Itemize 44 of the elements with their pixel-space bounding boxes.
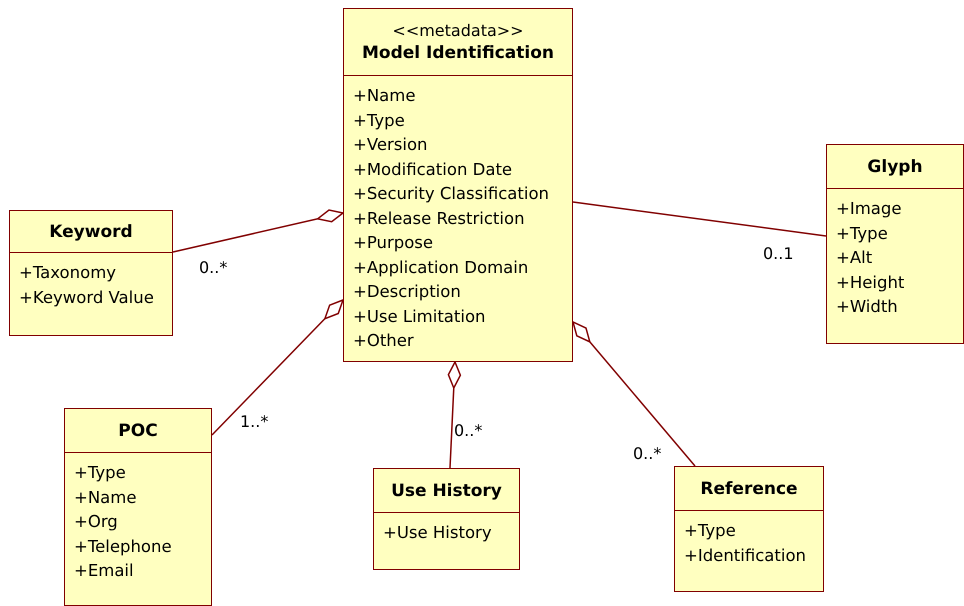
attribute-text: +Taxonomy xyxy=(19,262,118,284)
attribute-text: +Application Domain xyxy=(353,256,530,278)
association-line xyxy=(172,209,345,253)
attribute-text: +Purpose xyxy=(353,232,434,254)
class-box xyxy=(9,210,173,336)
class-box xyxy=(64,408,212,606)
attribute-text: +Type xyxy=(836,222,889,244)
class-name: Keyword xyxy=(49,220,133,242)
attribute-text: +Height xyxy=(836,272,906,294)
class-name: Reference xyxy=(700,478,798,500)
attribute-text: +Telephone xyxy=(74,536,173,558)
attribute-text: +Keyword Value xyxy=(19,286,155,308)
attribute-text: +Description xyxy=(353,281,462,303)
attribute-text: +Version xyxy=(353,134,428,156)
class-box xyxy=(343,8,573,362)
attribute-text: +Name xyxy=(353,85,417,107)
stereotype-label: <<metadata>> xyxy=(392,20,524,42)
class-box xyxy=(373,468,520,570)
attribute-text: +Email xyxy=(74,560,135,582)
class-box xyxy=(674,466,824,592)
class-name: Use History xyxy=(391,480,502,502)
association-line xyxy=(448,360,462,468)
attribute-text: +Use History xyxy=(383,522,493,544)
association-line xyxy=(572,320,696,466)
attribute-text: +Type xyxy=(353,110,406,132)
attribute-text: +Release Restriction xyxy=(353,208,526,230)
attribute-text: +Other xyxy=(353,330,415,352)
class-name: POC xyxy=(118,420,158,442)
attribute-text: +Org xyxy=(74,511,119,533)
attribute-text: +Security Classification xyxy=(353,183,550,205)
attribute-text: +Image xyxy=(836,198,903,220)
attribute-text: +Type xyxy=(684,520,737,542)
attribute-text: +Modification Date xyxy=(353,158,514,180)
association-line xyxy=(211,298,344,436)
attribute-text: +Width xyxy=(836,296,899,318)
class-name: Model Identification xyxy=(362,42,554,64)
class-box xyxy=(826,144,964,344)
association-line xyxy=(572,201,826,237)
attribute-text: +Use Limitation xyxy=(353,306,487,328)
attribute-text: +Identification xyxy=(684,544,808,566)
attribute-text: +Type xyxy=(74,462,127,484)
attribute-text: +Name xyxy=(74,486,138,508)
class-name: Glyph xyxy=(867,156,923,178)
attribute-text: +Alt xyxy=(836,247,874,269)
